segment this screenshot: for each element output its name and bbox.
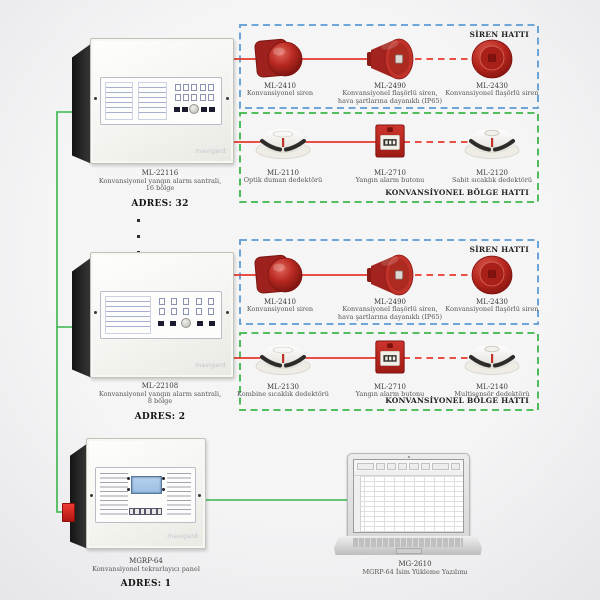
device-desc: Multisensör dedektörü xyxy=(454,390,530,398)
device-desc: Optik duman dedektörü xyxy=(243,176,323,184)
spreadsheet-app xyxy=(353,459,464,533)
panel-face: mavigard xyxy=(90,38,234,164)
cone-siren-icon xyxy=(361,33,419,83)
disc-siren-icon xyxy=(469,37,515,81)
laptop-model: MG-2610 xyxy=(398,560,432,568)
horn-siren-icon xyxy=(252,252,308,298)
touchpad xyxy=(396,548,422,554)
panel-address: ADRES: 32 xyxy=(131,198,189,209)
panel-desc: 16 bölge xyxy=(145,184,175,192)
device-desc: Konvansiyonel flaşörlü siren, xyxy=(342,89,438,97)
device-model: ML-2490 xyxy=(374,298,406,306)
smoke-detector-icon xyxy=(254,341,312,375)
panel-desc: Konvansiyonel yangın alarm santrali, xyxy=(98,389,222,398)
siren-box-border-1 xyxy=(239,24,539,109)
panel-address: ADRES: 2 xyxy=(134,411,186,422)
green-network-trunk xyxy=(56,111,80,513)
call-point-icon xyxy=(373,339,407,375)
laptop-screen xyxy=(347,453,470,538)
siren-box-border-2 xyxy=(239,239,539,325)
mavigard-logo: mavigard xyxy=(195,148,226,155)
device-desc: Sabit sıcaklık dedektörü xyxy=(451,176,533,184)
panel-address: ADRES: 1 xyxy=(120,579,172,589)
panel-caption-3: MGRP-64 Konvansiyonel tekrarlayıcı panel… xyxy=(64,557,228,589)
panel-display xyxy=(100,77,222,125)
panel-desc: Konvansiyonel tekrarlayıcı panel xyxy=(92,564,200,573)
heat-detector-icon xyxy=(463,125,521,159)
panel-model: MGRP-64 xyxy=(129,557,163,565)
heat-detector-icon xyxy=(463,341,521,375)
smoke-detector-icon xyxy=(254,125,312,159)
panel-model: ML-22108 xyxy=(141,382,179,390)
laptop-desc: MGRP-64 İsim Yükleme Yazılımı xyxy=(362,567,468,576)
siren-line-label-2: SİREN HATTI xyxy=(469,245,529,254)
continuation-dot xyxy=(137,235,140,238)
repeater-display xyxy=(95,467,196,523)
mavigard-logo: mavigard xyxy=(167,533,198,540)
device-model: ML-2710 xyxy=(374,383,406,391)
panel-key-switch xyxy=(189,104,200,114)
device-desc: Konvansiyonel siren xyxy=(246,305,314,313)
continuation-dot xyxy=(137,219,140,222)
zone-line-box-1: KONVANSİYONEL BÖLGE HATTI ML-2110 Optik … xyxy=(240,113,538,202)
siren-line-label-1: SİREN HATTI xyxy=(469,30,529,39)
device-desc: Yangın alarm butonu xyxy=(355,176,425,184)
zone-line-label-1: KONVANSİYONEL BÖLGE HATTI xyxy=(385,188,529,197)
siren-line-box-1: SİREN HATTI ML-2410 Konvansiyonel siren … xyxy=(240,25,539,108)
zone-line-label-2: KONVANSİYONEL BÖLGE HATTI xyxy=(385,396,529,405)
horn-siren-icon xyxy=(252,36,308,82)
device-model: ML-2490 xyxy=(374,82,406,90)
panel-caption-2: ML-22108 Konvansiyonel yangın alarm sant… xyxy=(78,382,242,422)
zone-line-box-2: KONVANSİYONEL BÖLGE HATTI ML-2130 Kombin… xyxy=(237,333,538,410)
device-desc: Konvansiyonel siren xyxy=(246,89,314,97)
device-desc: Yangın alarm butonu xyxy=(355,390,425,398)
device-model: ML-2430 xyxy=(476,298,508,306)
cone-siren-icon xyxy=(361,249,419,299)
panel-face: mavigard xyxy=(90,252,234,378)
panel-model: ML-22116 xyxy=(141,169,179,177)
panel-face: mavigard xyxy=(86,438,206,549)
siren-line-box-2: SİREN HATTI ML-2410 Konvansiyonel siren … xyxy=(240,240,539,324)
panel-side xyxy=(70,443,88,549)
panel-display xyxy=(100,291,222,339)
device-model: ML-2410 xyxy=(264,82,296,90)
device-desc: Konvansiyonel flaşörlü siren xyxy=(445,89,539,97)
device-desc: Kombine sıcaklık dedektörü xyxy=(237,390,329,398)
zone-box-border-2 xyxy=(239,332,539,411)
device-desc: Konvansiyonel flaşörlü siren, xyxy=(342,305,438,313)
network-connector xyxy=(62,503,75,522)
device-model: ML-2140 xyxy=(476,383,508,391)
laptop xyxy=(330,450,485,558)
webcam-dot xyxy=(407,455,410,458)
device-model: ML-2710 xyxy=(374,169,406,177)
zone-box-border-1 xyxy=(239,112,539,203)
fire-alarm-panel-ml22116: mavigard xyxy=(72,38,234,168)
disc-siren-icon xyxy=(469,253,515,297)
panel-key-switch xyxy=(181,318,192,328)
device-model: ML-2120 xyxy=(476,169,508,177)
panel-desc: Konvansiyonel yangın alarm santrali, xyxy=(98,176,222,185)
fire-alarm-panel-ml22108: mavigard xyxy=(72,252,234,382)
device-desc: Konvansiyonel flaşörlü siren xyxy=(445,305,539,313)
panel-caption-1: ML-22116 Konvansiyonel yangın alarm sant… xyxy=(78,169,242,209)
device-model: ML-2430 xyxy=(476,82,508,90)
device-desc: hava şartlarına dayanıklı (IP65) xyxy=(337,312,443,321)
panel-desc: 8 bölge xyxy=(147,397,173,405)
device-model: ML-2410 xyxy=(264,298,296,306)
panel-side xyxy=(72,257,92,378)
panel-side xyxy=(72,43,92,164)
laptop-caption: MG-2610 MGRP-64 İsim Yükleme Yazılımı xyxy=(333,560,497,576)
call-point-icon xyxy=(373,123,407,159)
laptop-base xyxy=(334,536,482,555)
keyboard xyxy=(353,538,463,547)
repeater-panel-mgrp64: mavigard xyxy=(70,438,206,553)
device-model: ML-2130 xyxy=(267,383,299,391)
lcd-screen xyxy=(130,476,163,494)
device-model: ML-2110 xyxy=(267,169,299,177)
device-desc: hava şartlarına dayanıklı (IP65) xyxy=(337,96,443,105)
spreadsheet-grid xyxy=(354,471,463,532)
mavigard-logo: mavigard xyxy=(195,362,226,369)
